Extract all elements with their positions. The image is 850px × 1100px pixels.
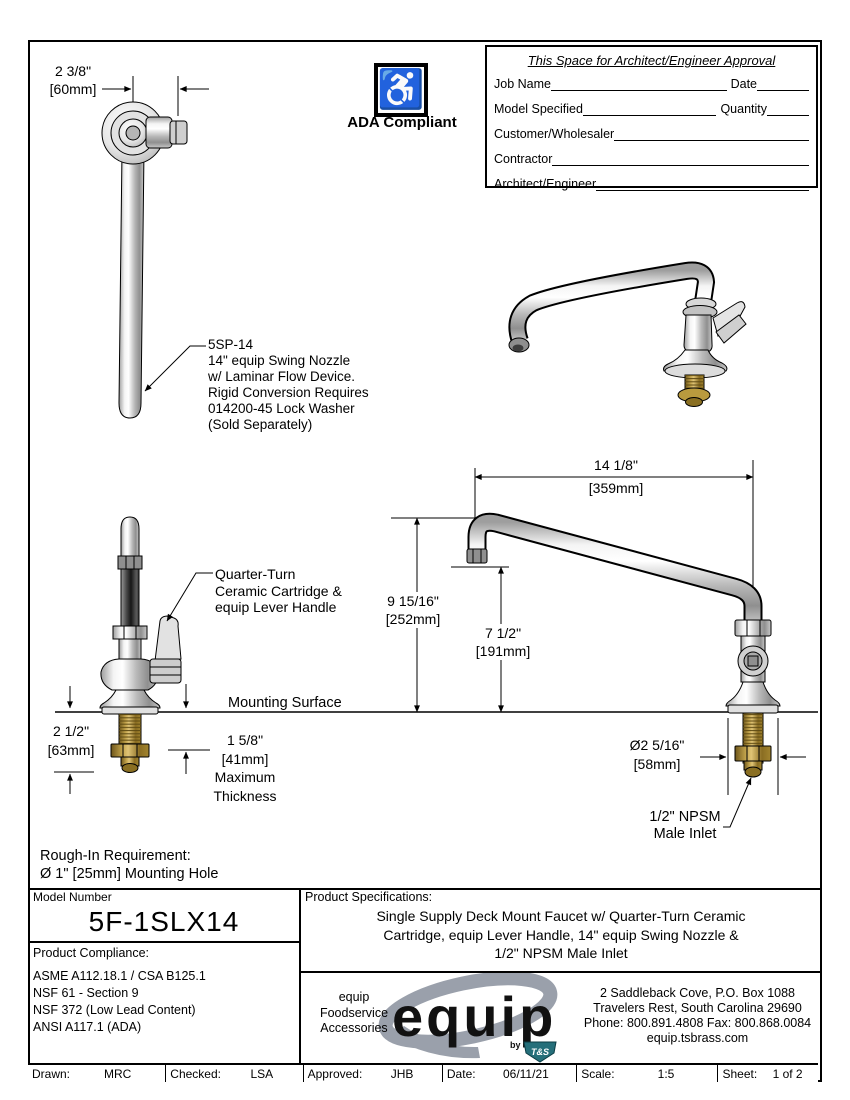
model-number-label: Model Number [33, 890, 112, 904]
approval-row-contractor: Contractor [494, 143, 809, 168]
footer-sheet: Sheet:1 of 2 [722, 1066, 803, 1081]
spec-divider-line [300, 971, 822, 973]
ada-logo: ♿ [374, 63, 428, 117]
approval-title: This Space for Architect/Engineer Approv… [527, 53, 776, 68]
approval-row-architect: Architect/Engineer [494, 168, 809, 193]
dimension-reach-mm: [359mm] [588, 480, 644, 496]
compliance-item: ASME A112.18.1 / CSA B125.1 [33, 969, 206, 983]
approval-row-job-name: Job Name Date [494, 68, 809, 93]
dimension-shank-length: 2 1/2" [63mm] [47, 723, 95, 758]
approval-box: This Space for Architect/Engineer Approv… [485, 45, 818, 191]
spec-label: Product Specifications: [305, 890, 433, 904]
dimension-max-thickness: 1 5/8" [41mm] Maximum Thickness [213, 732, 277, 804]
compliance-list: ASME A112.18.1 / CSA B125.1 NSF 61 - Sec… [33, 968, 206, 1036]
compliance-item: NSF 61 - Section 9 [33, 986, 139, 1000]
drawing-footer: Drawn:MRC Checked:LSA Approved:JHB Date:… [28, 1063, 818, 1082]
approval-row-customer: Customer/Wholesaler [494, 118, 809, 143]
dimension-height-overall: 9 15/16" [252mm] [370, 592, 456, 628]
dimension-nozzle-offset: 2 3/8" [60mm] [49, 63, 97, 97]
footer-scale: Scale:1:5 [577, 1065, 719, 1082]
job-name-line [550, 76, 727, 91]
architect-line [596, 176, 809, 191]
dimension-height-clearance: 7 1/2" [191mm] [462, 624, 544, 660]
dimension-flange-diameter: Ø2 5/16" [58mm] [629, 737, 685, 772]
title-block-top-line [28, 888, 822, 890]
contractor-line [552, 151, 809, 166]
footer-date: Date:06/11/21 [443, 1065, 578, 1082]
nozzle-callout: 5SP-14 14" equip Swing Nozzle w/ Laminar… [208, 337, 369, 432]
compliance-item: ANSI A117.1 (ADA) [33, 1020, 142, 1034]
brand-text: equip Foodservice Accessories [319, 990, 389, 1035]
compliance-label: Product Compliance: [33, 946, 150, 960]
quantity-line [767, 101, 809, 116]
footer-approved: Approved:JHB [304, 1065, 443, 1082]
mounting-surface-label: Mounting Surface [228, 695, 342, 711]
dimension-reach-in: 14 1/8" [594, 457, 638, 473]
footer-checked: Checked:LSA [166, 1065, 304, 1082]
ada-wheelchair-icon: ♿ [377, 69, 425, 111]
compliance-item: NSF 372 (Low Lead Content) [33, 1003, 196, 1017]
approval-row-model-specified: Model Specified Quantity [494, 93, 809, 118]
model-divider-line [28, 941, 300, 943]
spec-text: Single Supply Deck Mount Faucet w/ Quart… [376, 908, 746, 961]
cartridge-callout: Quarter-Turn Ceramic Cartridge & equip L… [215, 566, 342, 615]
date-line [757, 76, 809, 91]
ada-label: ADA Compliant [347, 114, 457, 131]
inlet-callout: 1/2" NPSM Male Inlet [649, 809, 721, 842]
title-block-divider [299, 888, 301, 1065]
customer-line [614, 126, 809, 141]
rough-in-note: Rough-In Requirement: Ø 1" [25mm] Mounti… [40, 848, 219, 882]
company-address: 2 Saddleback Cove, P.O. Box 1088 Travele… [583, 986, 812, 1045]
footer-drawn: Drawn:MRC [28, 1065, 167, 1082]
model-number: 5F-1SLX14 [88, 906, 240, 937]
model-specified-line [582, 101, 717, 116]
